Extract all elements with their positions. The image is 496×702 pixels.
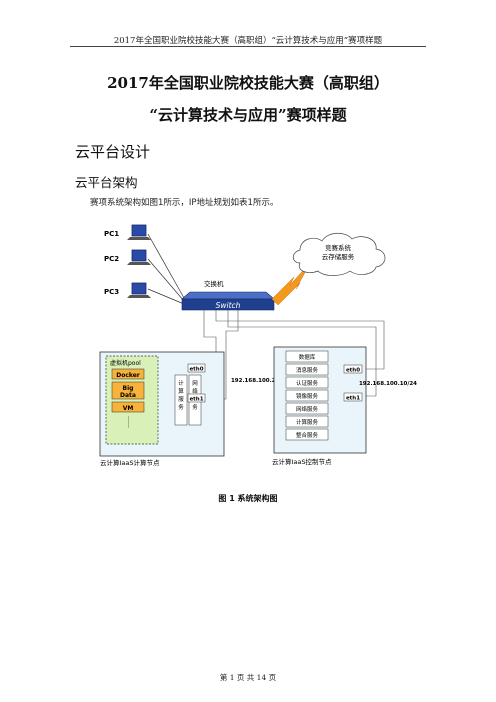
controller-service-item: 认证服务 bbox=[296, 379, 319, 387]
controller-node: 数据库 消息服务 认证服务 镜像服务 网络服务 计算服务 整合服务 eth0 e… bbox=[272, 346, 367, 466]
switch-icon: Switch bbox=[181, 291, 275, 311]
controller-service-item: 整合服务 bbox=[296, 431, 319, 439]
controller-ip: 192.168.100.10/24 bbox=[359, 381, 417, 387]
controller-service-list: 数据库 消息服务 认证服务 镜像服务 网络服务 计算服务 整合服务 bbox=[285, 350, 329, 441]
doc-title-line2: “云计算技术与应用”赛项样题 bbox=[149, 106, 347, 124]
lightning-bolt-icon bbox=[271, 262, 311, 306]
pc1-label: PC1 bbox=[104, 230, 119, 238]
compute-service-c1: 计 bbox=[178, 379, 184, 387]
vm-item-bigdata-2: Data bbox=[120, 392, 136, 399]
controller-service-item: 消息服务 bbox=[296, 366, 319, 374]
compute-eth1: eth1 bbox=[189, 397, 203, 403]
pc3-label: PC3 bbox=[104, 288, 119, 296]
vm-item-bigdata-1: Big bbox=[123, 385, 134, 392]
subsection-heading: 云平台架构 bbox=[75, 175, 138, 190]
controller-node-label: 云计算IaaS控制节点 bbox=[272, 457, 332, 466]
pc-group: PC1 PC2 PC3 bbox=[104, 224, 151, 298]
cloud-icon bbox=[292, 232, 386, 276]
pc3-icon bbox=[127, 282, 151, 298]
compute-service-c3: 服 bbox=[178, 396, 184, 403]
vm-item-docker: Docker bbox=[116, 372, 140, 379]
page-footer: 第 1 页 共 14 页 bbox=[219, 673, 277, 682]
controller-eth1: eth1 bbox=[346, 396, 360, 402]
pc1-icon bbox=[127, 224, 151, 240]
network-service-c2: 络 bbox=[192, 387, 198, 395]
compute-service-c2: 算 bbox=[178, 387, 184, 395]
cloud-line2: 云存储服务 bbox=[322, 252, 355, 261]
vm-pool-label: 虚拟机pool bbox=[110, 359, 141, 367]
page-header: 2017年全国职业院校技能大赛（高职组）“云计算技术与应用”赛项样题 bbox=[113, 36, 383, 46]
compute-eth0: eth0 bbox=[189, 367, 203, 373]
cloud-line1: 竞赛系统 bbox=[325, 243, 352, 252]
figure-caption: 图 1 系统架构图 bbox=[218, 494, 278, 503]
pc-links bbox=[147, 233, 185, 305]
controller-service-item: 数据库 bbox=[299, 353, 316, 361]
header-rule bbox=[70, 46, 426, 47]
controller-service-item: 网络服务 bbox=[296, 405, 319, 413]
vm-item-vm: VM bbox=[123, 405, 134, 412]
pc2-label: PC2 bbox=[104, 255, 119, 263]
section-heading: 云平台设计 bbox=[75, 143, 151, 161]
compute-node-label: 云计算IaaS计算节点 bbox=[100, 458, 160, 467]
switch-text: Switch bbox=[216, 301, 241, 310]
controller-service-item: 计算服务 bbox=[296, 418, 319, 426]
doc-title-line1: 2017年全国职业院校技能大赛（高职组） bbox=[107, 74, 389, 92]
controller-service-item: 镜像服务 bbox=[296, 392, 319, 400]
body-paragraph: 赛项系统架构如图1所示，IP地址规划如表1所示。 bbox=[90, 198, 279, 208]
vm-more: …… bbox=[126, 416, 133, 428]
controller-eth0: eth0 bbox=[346, 368, 360, 374]
pc2-icon bbox=[127, 249, 151, 265]
switch-label: 交换机 bbox=[204, 279, 224, 288]
compute-service-c4: 务 bbox=[178, 403, 184, 411]
network-service-c4: 务 bbox=[192, 403, 198, 411]
compute-ip: 192.168.100.20/24 bbox=[231, 378, 289, 384]
system-architecture-diagram: PC1 PC2 PC3 交换机 Switch 竞赛系统 云存储服务 虚拟机poo… bbox=[99, 224, 417, 467]
compute-node: 虚拟机pool Docker Big Data VM …… 计 算 服 务 网 … bbox=[99, 351, 225, 467]
network-service-c1: 网 bbox=[192, 380, 198, 387]
